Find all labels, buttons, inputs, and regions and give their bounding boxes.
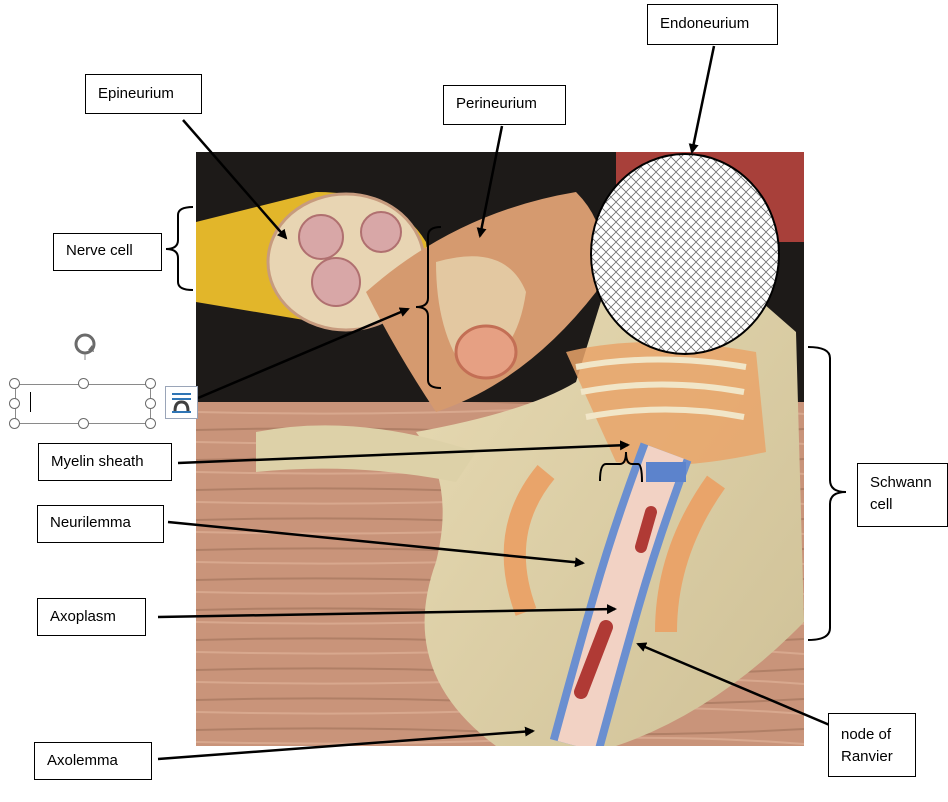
label-node-of-ranvier-line2: Ranvier (841, 748, 893, 765)
myelin-brace (599, 451, 643, 483)
layout-options-icon (172, 393, 191, 413)
resize-handle-bottom-middle[interactable] (78, 418, 89, 429)
perineurium-arrow (476, 125, 504, 238)
label-schwann-cell-line1: Schwann (870, 474, 932, 491)
label-epineurium-text: Epineurium (98, 85, 174, 102)
neurilemma-arrow (167, 520, 585, 568)
layout-options-button[interactable] (165, 386, 198, 419)
label-endoneurium-text: Endoneurium (660, 15, 750, 32)
label-axoplasm[interactable]: Axoplasm (37, 598, 146, 636)
label-neurilemma-text: Neurilemma (50, 514, 131, 531)
textbox-arrow (197, 307, 410, 400)
label-axolemma[interactable]: Axolemma (34, 742, 152, 780)
label-schwann-cell[interactable]: Schwann cell (857, 463, 948, 527)
resize-handle-bottom-left[interactable] (9, 418, 20, 429)
axoplasm-arrow (157, 604, 617, 619)
label-myelin-sheath[interactable]: Myelin sheath (38, 443, 172, 481)
resize-handle-top-right[interactable] (145, 378, 156, 389)
label-node-of-ranvier-line1: node of (841, 726, 892, 743)
resize-handle-top-middle[interactable] (78, 378, 89, 389)
nerve-cell-brace (165, 206, 194, 291)
label-nerve-cell[interactable]: Nerve cell (53, 233, 162, 271)
label-axolemma-text: Axolemma (47, 752, 118, 769)
label-axoplasm-text: Axoplasm (50, 608, 116, 625)
rotate-handle-icon[interactable] (70, 330, 100, 360)
label-node-of-ranvier[interactable]: node of Ranvier (828, 713, 916, 777)
label-schwann-cell-line2: cell (870, 496, 893, 513)
label-perineurium[interactable]: Perineurium (443, 85, 566, 125)
resize-handle-middle-left[interactable] (9, 398, 20, 409)
perineurium-brace (415, 226, 442, 389)
text-cursor (30, 392, 31, 412)
endoneurium-arrow (688, 45, 716, 154)
resize-handle-bottom-right[interactable] (145, 418, 156, 429)
myelin-arrow (177, 440, 630, 465)
label-endoneurium[interactable]: Endoneurium (647, 4, 778, 45)
axolemma-arrow (157, 726, 535, 761)
resize-handle-middle-right[interactable] (145, 398, 156, 409)
label-perineurium-text: Perineurium (456, 95, 537, 112)
label-epineurium[interactable]: Epineurium (85, 74, 202, 114)
label-nerve-cell-text: Nerve cell (66, 242, 133, 259)
node-ranvier-arrow (636, 642, 833, 728)
label-neurilemma[interactable]: Neurilemma (37, 505, 164, 543)
label-myelin-sheath-text: Myelin sheath (51, 453, 144, 470)
schwann-cell-brace (807, 346, 847, 641)
resize-handle-top-left[interactable] (9, 378, 20, 389)
nerve-model-photo (196, 152, 804, 746)
epineurium-arrow (182, 119, 288, 240)
